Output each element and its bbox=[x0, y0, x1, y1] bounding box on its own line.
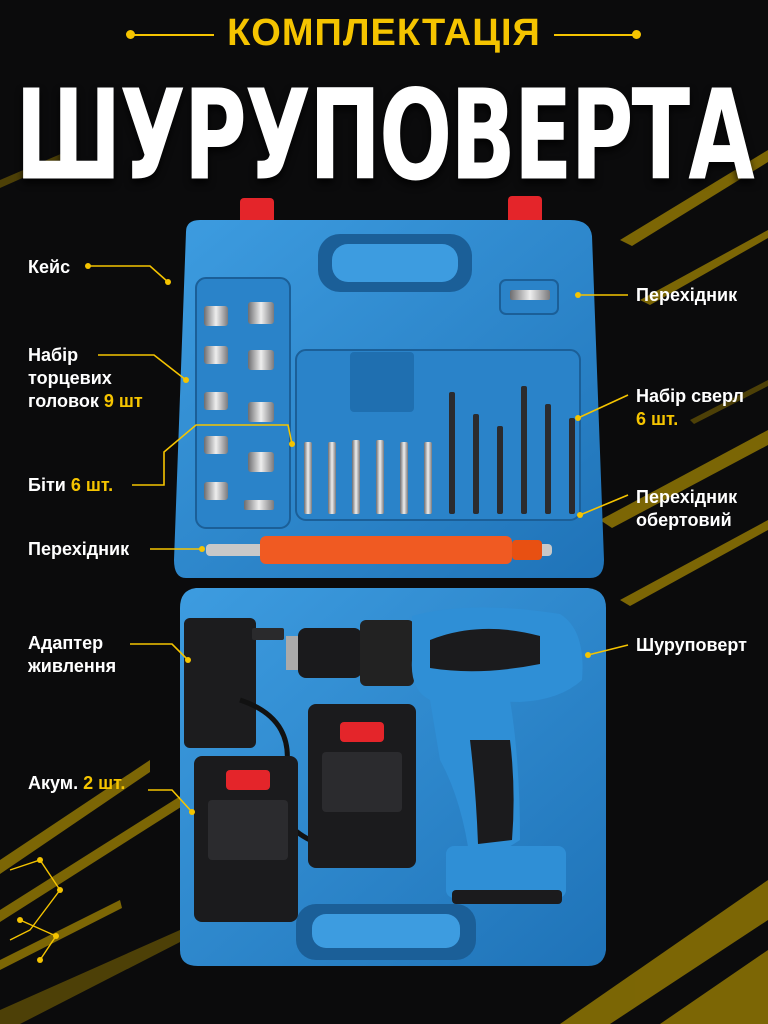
bits-text: Біти bbox=[28, 475, 66, 495]
label-screwdriver: Шуруповерт bbox=[636, 635, 747, 655]
screwdriver-bits bbox=[304, 440, 432, 514]
header-subtitle-row: КОМПЛЕКТАЦІЯ bbox=[0, 12, 768, 55]
circuit-decoration bbox=[9, 859, 61, 961]
socket-set bbox=[204, 302, 274, 510]
battery-count: 2 шт. bbox=[83, 773, 126, 793]
drill-set-count: 6 шт. bbox=[636, 409, 679, 429]
page-title: ШУРУПОВЕРТА bbox=[15, 64, 755, 209]
rotating-adapter-line1: Перехідник bbox=[636, 487, 738, 507]
label-drill-set: Набір сверл 6 шт. bbox=[636, 385, 744, 431]
socket-set-line3: головок 9 шт bbox=[28, 390, 143, 413]
power-adapter-line2: живлення bbox=[28, 656, 117, 676]
drill-bits bbox=[449, 386, 575, 514]
subtitle-right-line bbox=[554, 34, 634, 36]
rotating-adapter-line2: обертовий bbox=[636, 510, 732, 530]
subtitle-left-dot bbox=[126, 30, 135, 39]
header-subtitle: КОМПЛЕКТАЦІЯ bbox=[227, 12, 541, 54]
bits-count: 6 шт. bbox=[70, 475, 114, 495]
label-rotating-adapter: Перехідник обертовий bbox=[636, 486, 737, 532]
subtitle-right-dot bbox=[632, 30, 641, 39]
label-socket-set: Набір торцевих головок 9 шт bbox=[28, 344, 143, 413]
batteries bbox=[194, 704, 416, 922]
socket-set-line1: Набір bbox=[28, 345, 79, 365]
label-adapter-flex: Перехідник bbox=[28, 539, 130, 559]
label-battery: Акум. 2 шт. bbox=[28, 772, 125, 795]
label-power-adapter: Адаптер живлення bbox=[28, 632, 116, 678]
flexible-adapter bbox=[206, 536, 552, 564]
battery-text: Акум. bbox=[28, 773, 79, 793]
label-bits: Біти 6 шт. bbox=[28, 474, 113, 497]
label-adapter-top: Перехідник bbox=[636, 285, 738, 305]
subtitle-left-line bbox=[134, 34, 214, 36]
case-lid bbox=[174, 196, 604, 578]
socket-set-line3-text: головок bbox=[28, 391, 99, 411]
power-adapter-line1: Адаптер bbox=[28, 633, 104, 653]
socket-set-count: 9 шт bbox=[103, 391, 143, 411]
socket-set-line2: торцевих bbox=[28, 368, 112, 388]
label-case: Кейс bbox=[28, 257, 71, 277]
drill-set-line1: Набір сверл bbox=[636, 386, 744, 406]
cordless-drill bbox=[286, 607, 583, 904]
